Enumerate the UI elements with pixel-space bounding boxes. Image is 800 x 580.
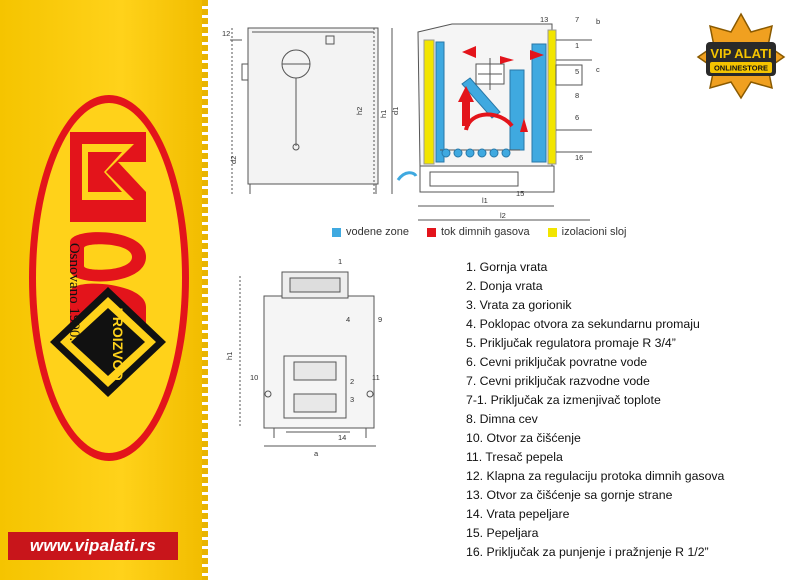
parts-list-item: 14. Vrata pepeljare: [466, 507, 570, 521]
vip-subtitle: ONLINESTORE: [714, 64, 768, 73]
callout: 2: [350, 377, 354, 386]
callout: 4: [346, 315, 350, 324]
parts-list-item: 7. Cevni priključak razvodne vode: [466, 374, 650, 388]
callout: b: [596, 17, 600, 26]
parts-list: 1. Gornja vrata 2. Donja vrata 3. Vrata …: [466, 258, 724, 562]
callout: 10: [250, 373, 258, 382]
parts-list-item: 15. Pepeljara: [466, 526, 539, 540]
callout: 5: [575, 67, 579, 76]
callout: 12: [222, 29, 230, 38]
callout: h1: [225, 352, 234, 360]
website-link[interactable]: www.vipalati.rs: [8, 532, 178, 560]
callout: 6: [575, 113, 579, 122]
legend-swatch: [332, 227, 341, 237]
parts-list-item: 7-1. Priključak za izmenjivač toplote: [466, 393, 661, 407]
callout: d2: [229, 156, 238, 164]
callout: a: [314, 449, 319, 458]
callout: 11: [372, 373, 380, 382]
parts-list-item: 2. Donja vrata: [466, 279, 543, 293]
parts-list-item: 11. Tresač pepela: [466, 450, 563, 464]
callout: l1: [482, 196, 488, 205]
callout: 15: [516, 189, 524, 198]
callout: d1: [391, 107, 400, 115]
callout: 1: [338, 257, 342, 266]
parts-list-item: 13. Otvor za čišćenje sa gornje strane: [466, 488, 673, 502]
proizvod-badge: PROIZVOD: [50, 287, 166, 397]
callout: 16: [575, 153, 583, 162]
sidebar-edge: [202, 0, 208, 580]
tagline: Osnovano 1990.: [66, 243, 82, 341]
front-view-top: [230, 27, 393, 194]
gas-flow-arrows: [458, 46, 544, 132]
legend: vodene zone tok dimnih gasova izolacioni…: [332, 226, 626, 238]
parts-list-item: 10. Otvor za čišćenje: [466, 431, 581, 445]
parts-list-item: 4. Poklopac otvora za sekundarnu promaju: [466, 317, 700, 331]
callout: 1: [575, 41, 579, 50]
callout: l2: [500, 211, 506, 220]
parts-list-item: 8. Dimna cev: [466, 412, 538, 426]
legend-swatch: [547, 227, 557, 237]
callout: 13: [540, 15, 548, 24]
callout: c: [596, 65, 600, 74]
legend-item-insulation: izolacioni sloj: [547, 226, 627, 238]
callout: h1: [379, 110, 388, 118]
bc-logo: PROIZVOD Osnovano 1990.: [29, 95, 189, 461]
legend-label: izolacioni sloj: [561, 226, 627, 238]
badge-text: PROIZVOD: [110, 307, 126, 380]
vip-brand: VIP ALATI: [710, 46, 771, 61]
callout: 7: [575, 15, 579, 24]
vip-alati-logo: VIP ALATI ONLINESTORE: [696, 12, 786, 100]
callout: 9: [378, 315, 382, 324]
parts-list-item: 1. Gornja vrata: [466, 260, 548, 274]
parts-list-item: 12. Klapna za regulaciju protoka dimnih …: [466, 469, 725, 483]
callout: 8: [575, 91, 579, 100]
legend-item-gas: tok dimnih gasova: [427, 226, 530, 238]
side-section-view: [417, 23, 592, 221]
callout: 14: [338, 433, 346, 442]
legend-label: vodene zone: [346, 226, 409, 238]
parts-list-item: 5. Priključak regulatora promaje R 3/4”: [466, 336, 676, 350]
parts-list-item: 16. Priključak za punjenje i pražnjenje …: [466, 545, 709, 559]
parts-list-item: 3. Vrata za gorionik: [466, 298, 572, 312]
callout: h2: [355, 107, 364, 115]
front-view-bottom: [239, 271, 376, 447]
callout: 3: [350, 395, 354, 404]
parts-list-item: 6. Cevni priključak povratne vode: [466, 355, 648, 369]
legend-swatch: [427, 227, 436, 237]
legend-label: tok dimnih gasova: [441, 226, 530, 238]
legend-item-water: vodene zone: [332, 226, 409, 238]
